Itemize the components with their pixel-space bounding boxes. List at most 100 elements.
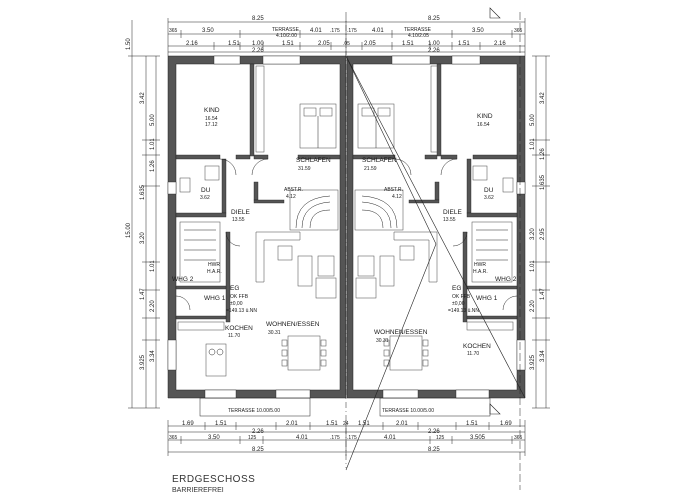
room-eg-left-l3: ±0,00 xyxy=(230,301,243,307)
drawing-title: ERDGESCHOSS xyxy=(172,474,256,485)
dim-top-r3-2: 1.00 xyxy=(252,41,264,47)
room-diele-left-area: 13.55 xyxy=(232,217,245,223)
room-kind-left-area1: 16.54 xyxy=(205,116,218,122)
dim-top-r3-8: 1.00 xyxy=(428,41,440,47)
dim-top-r3-3: 1.51 xyxy=(282,41,294,47)
room-hwr-left-sub: H.A.R. xyxy=(207,269,222,275)
dim-left-2: 5.00 xyxy=(150,114,156,126)
dim-left-5: 1.635 xyxy=(140,184,146,200)
room-eg-right-l2: OK FFB xyxy=(452,294,471,300)
room-eg-right-l3: ±0,00 xyxy=(452,301,465,307)
dim-right-4: 1.635 xyxy=(540,174,546,190)
dim-top-365-right: 365 xyxy=(514,28,523,34)
room-labels-right: KIND 16.54 SCHLAFEN 21.59 ABST.R. 4.12 D… xyxy=(362,113,517,357)
dim-top-r3-9: 1.51 xyxy=(458,41,470,47)
room-schlafen-left-name: SCHLAFEN xyxy=(296,157,331,164)
left-dimensions: 15.00 1.50 3.42 5.00 1.01 1.26 1.635 3.2… xyxy=(126,20,160,409)
room-diele-left-name: DIELE xyxy=(231,209,250,216)
room-schlafen-right-area: 21.59 xyxy=(364,166,377,172)
dim-right-3: 1.26 xyxy=(540,148,546,160)
room-kochen-left-area: 11.70 xyxy=(228,333,240,339)
dim-left-0: 1.50 xyxy=(126,38,132,50)
room-eg-left-l2: OK FFB xyxy=(230,294,249,300)
room-hwr-left-name: HWR xyxy=(208,262,220,268)
dim-bot-total-left: 8.25 xyxy=(252,447,264,453)
dim-bot-r3-5: .175 xyxy=(347,435,357,441)
room-wohnen-right-name: WOHNEN/ESSEN xyxy=(374,329,428,336)
dim-left-11: 3.34 xyxy=(150,350,156,362)
dim-bot-r3-7: 125 xyxy=(436,435,445,441)
dim-bot-r2-left: 2.26 xyxy=(252,429,264,435)
room-wohnen-left-area: 30.31 xyxy=(268,330,281,336)
dim-top-terrasse-left: TERRASSE xyxy=(272,27,300,33)
interior-walls-right xyxy=(352,63,518,323)
room-kochen-right-name: KOCHEN xyxy=(463,343,491,350)
dim-right-9: 2.20 xyxy=(530,300,536,312)
dim-bot-r1-1: 1.51 xyxy=(215,421,227,427)
dim-top-r3-sub-right: 2.26 xyxy=(428,48,440,54)
room-du-left-area: 3.62 xyxy=(200,195,210,201)
dim-top-350-right: 3.50 xyxy=(472,28,484,34)
dim-top-175-a: .175 xyxy=(330,28,340,34)
room-eg-left-l1: EG xyxy=(230,285,239,292)
drawing-subtitle: BARRIEREFREI xyxy=(172,487,224,494)
dim-top-total-right: 8.25 xyxy=(428,16,440,22)
room-abstr-right-area: 4.12 xyxy=(392,194,402,200)
door-swings xyxy=(175,158,518,311)
room-abstr-left-area: 4.12 xyxy=(286,194,296,200)
dim-bot-r3-9: 365 xyxy=(514,435,523,441)
dim-top-total-left: 8.25 xyxy=(252,16,264,22)
dim-bot-r3-4: .175 xyxy=(330,435,340,441)
dim-bot-r1-2: 2.01 xyxy=(286,421,298,427)
dim-bot-r1-7: 1.51 xyxy=(466,421,478,427)
top-dimensions: 8.25 8.25 365 3.50 TERRASSE 4.10/2.00 4.… xyxy=(167,16,526,56)
furniture-left xyxy=(177,65,339,377)
dim-left-6: 3.20 xyxy=(140,232,146,244)
section-lines xyxy=(345,7,526,490)
room-diele-right-area: 13.55 xyxy=(443,217,456,223)
terraces: TERRASSE 10.00/5.00 TERRASSE 10.00/5.00 xyxy=(199,397,491,417)
dim-left-9: 2.20 xyxy=(150,300,156,312)
terrace-label-right: TERRASSE 10.00/5.00 xyxy=(382,408,434,414)
dim-top-terrasse-size-left: 4.10/2.00 xyxy=(276,33,297,39)
dim-bot-r3-6: 4.01 xyxy=(384,435,396,441)
dim-bot-r3-1: 3.50 xyxy=(208,435,220,441)
dim-top-365-left: 365 xyxy=(169,28,178,34)
dim-left-10: 3.925 xyxy=(140,354,146,370)
dim-bot-r2-right: 2.26 xyxy=(428,429,440,435)
dim-right-1: 5.00 xyxy=(530,114,536,126)
interior-walls-left xyxy=(175,63,341,323)
dim-right-5: 3.20 xyxy=(530,228,536,240)
dim-right-2: 1.01 xyxy=(530,138,536,150)
room-diele-right-name: DIELE xyxy=(443,209,462,216)
dim-top-terrasse-right: TERRASSE xyxy=(404,27,432,33)
room-wohnen-left-name: WOHNEN/ESSEN xyxy=(266,321,320,328)
dim-left-8: 1.47 xyxy=(140,288,146,300)
room-kind-right-name: KIND xyxy=(477,113,493,120)
right-dimensions: 3.42 5.00 1.01 1.26 1.635 3.20 2.95 1.01… xyxy=(530,55,550,409)
dim-right-10: 3.925 xyxy=(530,354,536,370)
room-eg-right-l1: EG xyxy=(452,285,461,292)
dim-top-r3-6: 2.05 xyxy=(364,41,376,47)
furniture-right xyxy=(354,65,514,371)
room-wohnen-right-area: 30.31 xyxy=(376,338,389,344)
room-schlafen-left-area: 31.59 xyxy=(298,166,311,172)
dim-top-401-left: 4.01 xyxy=(310,28,322,34)
dim-top-r3-sub-left: 2.26 xyxy=(252,48,264,54)
room-labels-left: KIND 16.54 17.12 SCHLAFEN 31.59 ABST.R. … xyxy=(172,107,331,339)
dim-top-r3-10: 2.16 xyxy=(494,41,506,47)
dim-bot-total-right: 8.25 xyxy=(428,447,440,453)
room-eg-left-whg: WHG 1 xyxy=(204,295,226,302)
dim-bot-r1-3: 1.51 xyxy=(326,421,338,427)
room-du-right-name: DU xyxy=(484,187,494,194)
dim-top-terrasse-size-right: 4.10/2.05 xyxy=(408,33,429,39)
room-whg2-right: WHG 2 xyxy=(495,276,517,283)
dim-top-r3-1: 1.51 xyxy=(228,41,240,47)
bottom-dimensions: 1.69 1.51 2.01 1.51 24 1.51 2.01 1.51 1.… xyxy=(167,420,526,456)
dim-left-1: 3.42 xyxy=(140,92,146,104)
room-abstr-left-name: ABST.R. xyxy=(284,187,303,193)
dim-top-175-b: .175 xyxy=(347,28,357,34)
dim-top-r3-4: 2.05 xyxy=(318,41,330,47)
dim-bot-r3-2: 125 xyxy=(248,435,257,441)
exterior-walls xyxy=(167,55,526,399)
